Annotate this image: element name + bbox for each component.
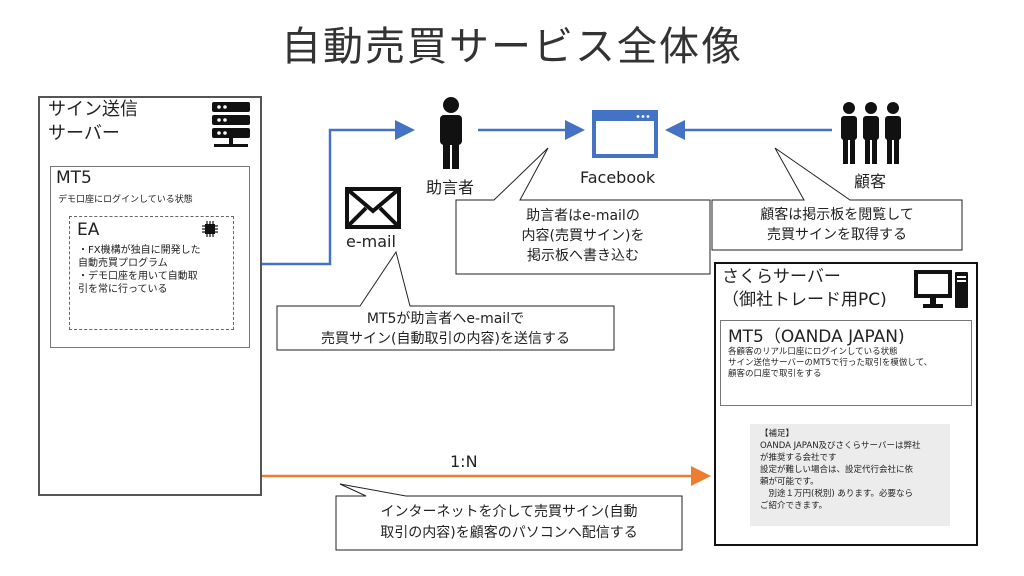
- ea-title: EA: [77, 220, 100, 240]
- envelope-icon: [345, 187, 401, 229]
- sakura-note-box: [750, 424, 950, 526]
- browser-window-icon: [592, 110, 658, 158]
- person-icon: [440, 97, 462, 169]
- signal-mt5-desc: デモ口座にログインしている状態: [58, 195, 193, 205]
- sakura-mt5-title: MT5（OANDA JAPAN): [728, 327, 905, 347]
- callout-advisor-writes: 助言者はe-mailの 内容(売買サイン)を 掲示板へ書き込む: [521, 208, 645, 264]
- server-icon: [212, 102, 250, 147]
- email-flow-arrow: [255, 120, 415, 266]
- people-group-icon: [841, 102, 901, 164]
- desktop-computer-icon: [914, 270, 968, 308]
- sakura-mt5-box: [720, 320, 972, 406]
- chip-icon: [202, 221, 218, 237]
- sakura-server-title: さくらサーバー （御社トレード用PC): [722, 267, 887, 310]
- callout-customer-reads-shape: [711, 147, 963, 251]
- callout-internet-shape: [335, 483, 683, 551]
- callout-mt5-sends-shape: [276, 250, 615, 351]
- sakura-note-text: 【補足】 OANDA JAPAN及びさくらサーバーは弊社 が推奨する会社です 設…: [760, 429, 921, 511]
- signal-server-title: サイン送信 サーバー: [48, 99, 138, 144]
- customers-label: 顧客: [854, 172, 887, 191]
- facebook-label: Facebook: [580, 168, 656, 187]
- callout-internet: インターネットを介して売買サイン(自動 取引の内容)を顧客のパソコンへ配信する: [380, 504, 638, 541]
- callout-advisor-writes-shape: [455, 147, 711, 275]
- callout-mt5-sends: MT5が助言者へe-mailで 売買サイン(自動取引の内容)を送信する: [321, 311, 570, 347]
- email-label: e-mail: [346, 232, 396, 251]
- advisor-label: 助言者: [426, 178, 475, 197]
- ratio-label: 1:N: [450, 452, 478, 471]
- page-title: 自動売買サービス全体像: [281, 24, 743, 70]
- callout-customer-reads: 顧客は掲示板を閲覧して 売買サインを取得する: [760, 207, 914, 243]
- sakura-mt5-desc: 各顧客のリアル口座にログインしている状態 サイン送信サーバーのMT5で行った取引…: [728, 347, 933, 379]
- signal-mt5-title: MT5: [56, 168, 92, 188]
- ea-desc: ・FX機構が独自に開発した 自動売買プログラム ・デモ口座を用いて自動取 引を常…: [78, 245, 201, 295]
